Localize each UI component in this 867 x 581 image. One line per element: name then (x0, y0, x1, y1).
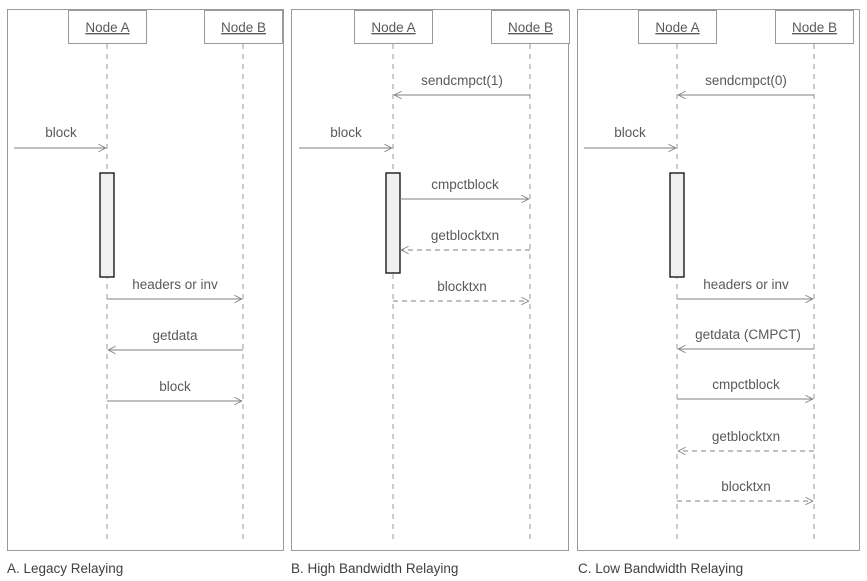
panel-a-message-1-label: headers or inv (132, 277, 218, 292)
panel-b-message-0-label: sendcmpct(1) (421, 73, 503, 88)
panel-c-node-b-box[interactable] (775, 10, 854, 44)
panel-b-message-cmpctblock: cmpctblock (400, 177, 529, 199)
panel-c-message-getdata-cmpct: getdata (CMPCT) (678, 327, 814, 349)
panel-c-message-1-label: block (614, 125, 646, 140)
panel-a-message-getdata: getdata (108, 328, 243, 350)
panel-c-message-block-in: block (584, 125, 676, 148)
panel-a-node-a-label: Node A (85, 20, 129, 35)
panel-b-frame (291, 9, 569, 551)
panel-b-message-3-label: getblocktxn (431, 228, 499, 243)
panel-a: Node A Node B block headers or inv getda… (7, 9, 284, 551)
panel-a-frame (7, 9, 284, 551)
panel-a-node-b-box[interactable] (204, 10, 283, 44)
panel-c-message-6-label: blocktxn (721, 479, 771, 494)
panel-c-caption: C. Low Bandwidth Relaying (578, 561, 743, 576)
panel-b-message-4-label: blocktxn (437, 279, 487, 294)
panel-c-node-a-box[interactable] (638, 10, 717, 44)
panel-c: Node A Node B sendcmpct(0) block headers… (577, 9, 860, 551)
panel-a-node-a-box[interactable] (68, 10, 147, 44)
panel-a-message-3-label: block (159, 379, 191, 394)
panel-b-node-b-label: Node B (508, 20, 553, 35)
panel-c-message-cmpctblock: cmpctblock (677, 377, 813, 399)
panel-c-node-a-label: Node A (655, 20, 699, 35)
panel-a-caption: A. Legacy Relaying (7, 561, 123, 576)
panel-c-message-4-label: cmpctblock (712, 377, 780, 392)
panel-a-message-headers-or-inv: headers or inv (107, 277, 242, 299)
panel-b-message-1-label: block (330, 125, 362, 140)
panel-c-message-blocktxn: blocktxn (677, 479, 813, 501)
panel-b: Node A Node B sendcmpct(1) block cmpctbl… (291, 9, 570, 551)
panel-c-message-3-label: getdata (CMPCT) (695, 327, 801, 342)
panel-b-message-sendcmpct: sendcmpct(1) (394, 73, 530, 95)
panel-b-node-a-label: Node A (371, 20, 415, 35)
panel-b-message-2-label: cmpctblock (431, 177, 499, 192)
panel-b-caption: B. High Bandwidth Relaying (291, 561, 458, 576)
panel-c-message-headers-or-inv: headers or inv (677, 277, 813, 299)
panel-c-node-b-label: Node B (792, 20, 837, 35)
panel-c-activation-node-a (669, 172, 685, 278)
panel-c-frame (577, 9, 860, 551)
panel-a-activation-node-a (99, 172, 115, 278)
panel-b-activation-node-a (385, 172, 401, 274)
panel-a-message-2-label: getdata (152, 328, 198, 343)
panel-b-node-b-box[interactable] (491, 10, 570, 44)
panel-b-node-a-box[interactable] (354, 10, 433, 44)
panel-a-message-0-label: block (45, 125, 77, 140)
panel-b-message-block-in: block (299, 125, 392, 148)
panel-c-message-sendcmpct: sendcmpct(0) (678, 73, 814, 95)
panel-a-message-block-in: block (14, 125, 106, 148)
panel-b-message-getblocktxn: getblocktxn (401, 228, 530, 250)
panel-c-message-getblocktxn: getblocktxn (678, 429, 814, 451)
panel-c-message-0-label: sendcmpct(0) (705, 73, 787, 88)
panel-a-message-block-out: block (107, 379, 242, 401)
panel-b-message-blocktxn: blocktxn (393, 279, 529, 301)
panel-a-node-b-label: Node B (221, 20, 266, 35)
panel-c-message-5-label: getblocktxn (712, 429, 780, 444)
panel-c-message-2-label: headers or inv (703, 277, 789, 292)
